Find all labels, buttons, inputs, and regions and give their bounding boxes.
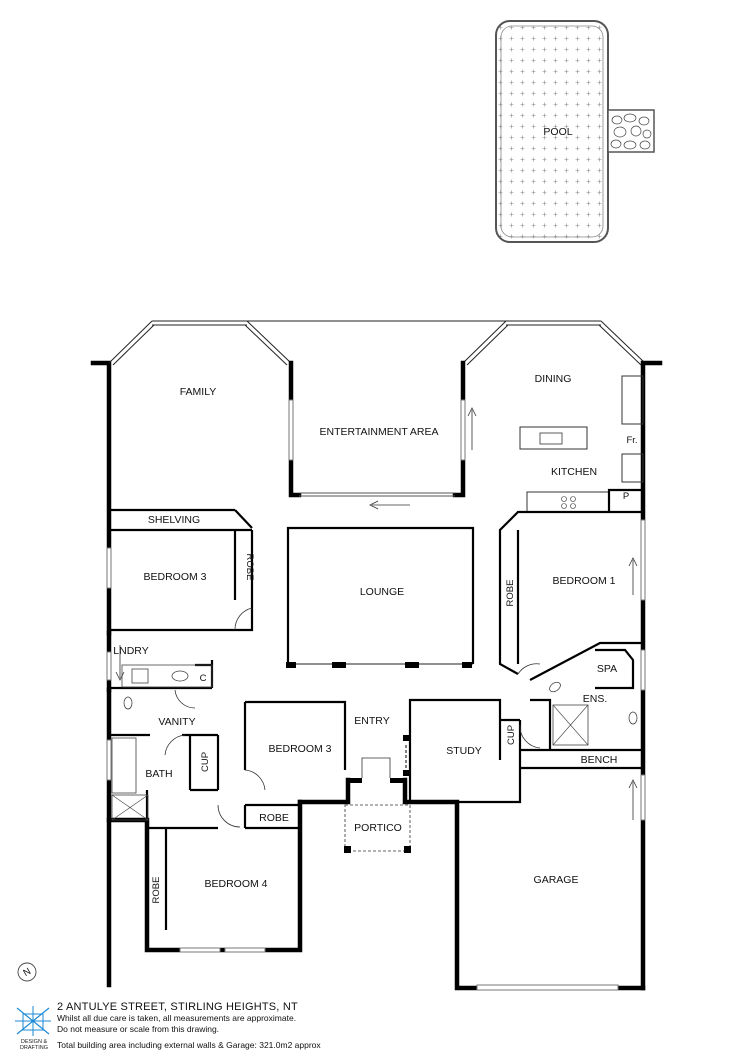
cupboard-c-label: C [200,673,207,684]
disclaimer-line-2: Do not measure or scale from this drawin… [57,1023,220,1034]
bench-label: BENCH [581,754,618,766]
compass-n-label: N [22,966,34,979]
pool: POOL [495,20,655,243]
pool-rock-feature [607,109,655,153]
interior-walls [109,375,644,930]
robe-bedroom-4-label: ROBE [151,877,162,904]
room-labels: FAMILY ENTERTAINMENT AREA DINING KITCHEN… [113,373,637,903]
logo-text: DESIGN & DRAFTING [13,1039,55,1051]
dining-label: DINING [535,373,572,385]
bedroom-3-mid-label: BEDROOM 3 [268,743,331,755]
pool-label: POOL [543,126,572,138]
cup-study-label: CUP [506,725,517,745]
cup-bath-label: CUP [200,752,211,772]
bedroom-3-top-label: BEDROOM 3 [143,571,206,583]
family-label: FAMILY [180,386,217,398]
floor-plan: POOL [17,20,663,991]
bedroom-4-label: BEDROOM 4 [204,878,267,890]
direction-arrows [115,407,638,820]
pantry-label: P [623,491,629,502]
logo-line-1: DESIGN & [20,1039,48,1045]
robe-bedroom-1-label: ROBE [505,580,516,607]
entry-label: ENTRY [354,715,389,727]
spa-label: SPA [597,663,617,675]
logo-line-2: DRAFTING [19,1045,49,1051]
fridge-label: Fr. [626,435,637,446]
portico-label: PORTICO [354,822,402,834]
lounge-label: LOUNGE [360,586,404,598]
garage-label: GARAGE [534,874,579,886]
bath-label: BATH [145,768,172,780]
plan-footer: 2 ANTULYE STREET, STIRLING HEIGHTS, NT W… [57,1001,517,1050]
design-drafting-logo-icon [15,1006,51,1036]
vanity-label: VANITY [158,716,195,728]
property-address: 2 ANTULYE STREET, STIRLING HEIGHTS, NT [57,1001,298,1013]
outer-walls [90,320,663,991]
kitchen-label: KITCHEN [551,466,597,478]
robe-bedroom-3-mid-label: ROBE [259,812,289,824]
laundry-label: LNDRY [113,645,148,657]
study-label: STUDY [446,745,482,757]
entertainment-area-label: ENTERTAINMENT AREA [319,426,438,438]
bedroom-1-label: BEDROOM 1 [552,575,615,587]
robe-bedroom-3-label: ROBE [244,554,255,581]
shelving-label: SHELVING [148,514,200,526]
ensuite-label: ENS. [583,693,608,705]
north-compass-icon: N [17,962,37,982]
disclaimer-line-1: Whilst all due care is taken, all measur… [57,1013,297,1023]
total-area-note: Total building area including external w… [57,1040,321,1050]
